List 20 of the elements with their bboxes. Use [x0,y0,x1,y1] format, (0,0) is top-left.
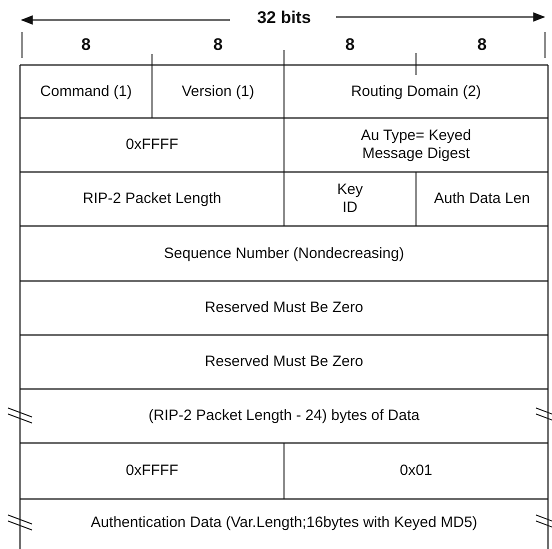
bit-count-label: 8 [213,36,223,54]
bit-count-label: 8 [345,36,355,54]
field-label: 0xFFFF [126,136,178,154]
field-label: Command (1) [40,82,132,100]
field-label: Routing Domain (2) [350,82,482,100]
field-label: Reserved Must Be Zero [204,353,364,371]
field-label: Version (1) [182,82,254,100]
field-label: (RIP-2 Packet Length - 24) bytes of Data [148,407,420,425]
field-label: Sequence Number (Nondecreasing) [164,244,404,262]
field-label: Auth Data Len [434,190,530,208]
bit-count-label: 8 [81,36,91,54]
field-label: Key ID [336,181,364,217]
field-label: Reserved Must Be Zero [204,299,364,317]
field-label: 0x01 [400,462,432,480]
field-label: 0xFFFF [126,462,178,480]
bit-count-label: 8 [477,36,487,54]
field-label: RIP-2 Packet Length [82,190,222,208]
width-label: 32 bits [257,9,311,27]
field-label: Au Type= Keyed Message Digest [360,127,472,163]
field-label: Authentication Data (Var.Length;16bytes with Keyed MD5) [90,514,478,532]
